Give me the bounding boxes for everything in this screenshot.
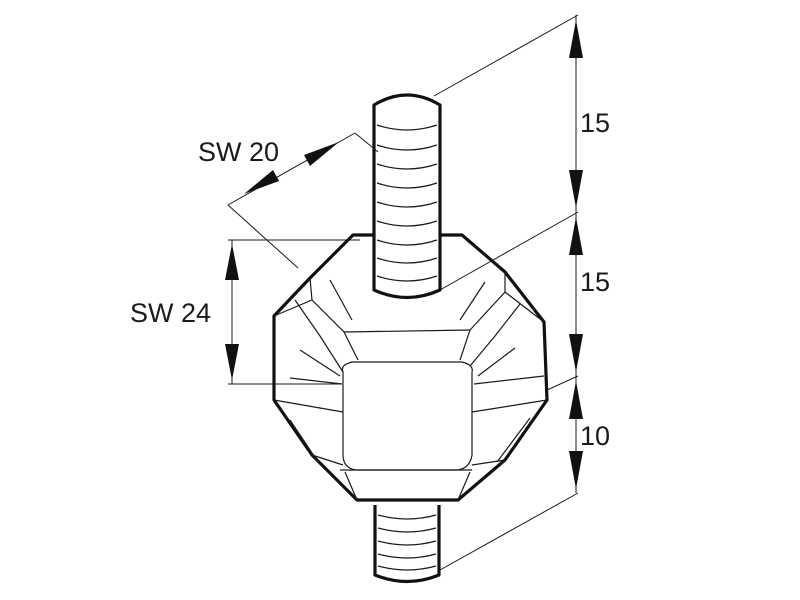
dimension-vertical-chain: 15 15 10 (433, 14, 610, 571)
top-threaded-stud (372, 93, 442, 300)
dimension-sw20: SW 20 (198, 132, 379, 269)
dimension-label-sw20: SW 20 (198, 137, 279, 167)
dimension-label-top: 15 (580, 108, 610, 138)
hex-body (272, 233, 549, 502)
dimension-label-middle: 15 (580, 267, 610, 297)
dimension-label-sw24: SW 24 (130, 298, 211, 328)
bottom-threaded-stud (373, 505, 441, 584)
dimension-label-bottom: 10 (580, 421, 610, 451)
dimension-sw24: SW 24 (130, 239, 360, 385)
